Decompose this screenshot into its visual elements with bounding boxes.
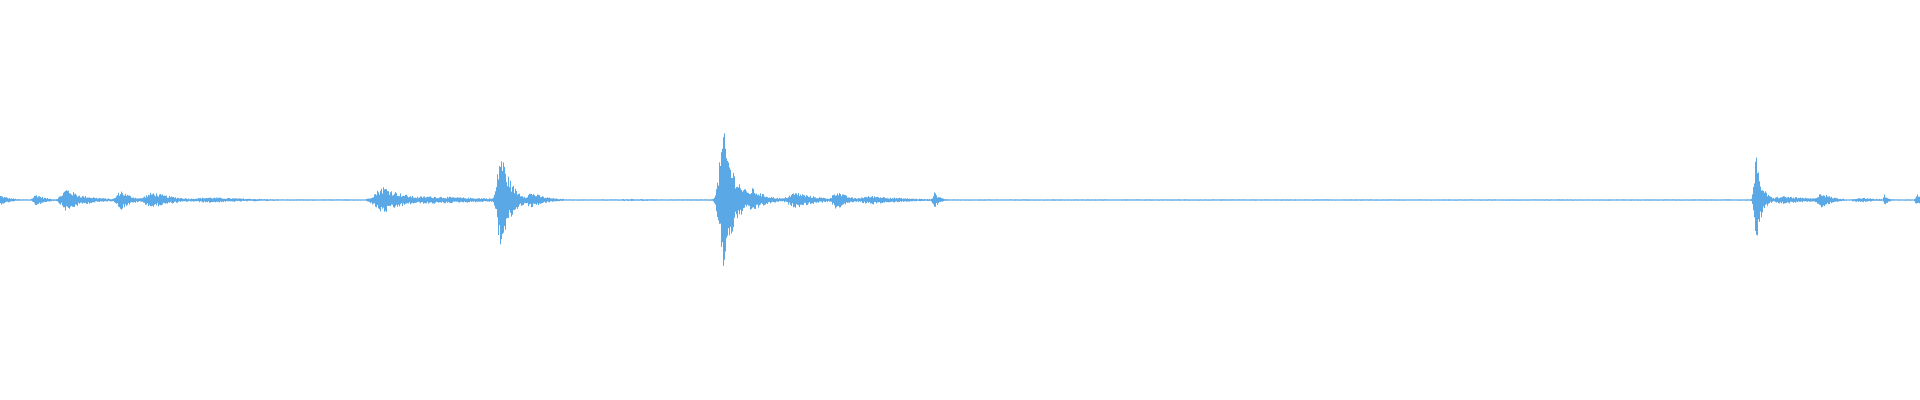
waveform-trace xyxy=(0,133,1920,266)
waveform-peaks xyxy=(0,133,1920,266)
